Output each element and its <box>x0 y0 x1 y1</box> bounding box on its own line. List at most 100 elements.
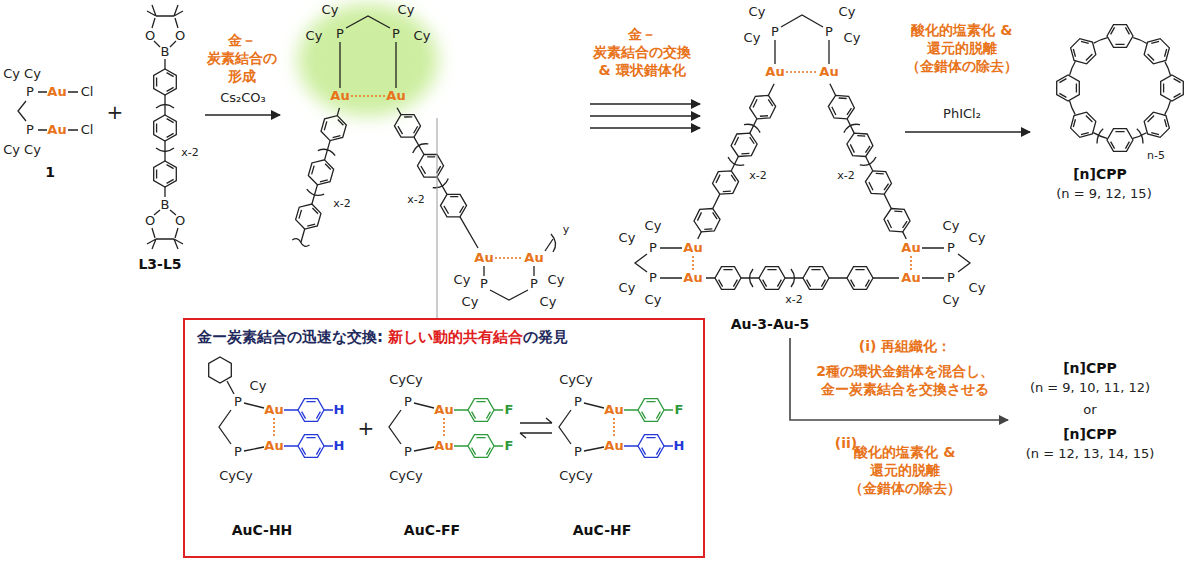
atom-label: Cy <box>744 30 761 46</box>
atom-label: Cy <box>943 292 960 308</box>
atom-label: P <box>947 240 955 256</box>
phenyl-f <box>454 399 673 458</box>
atom-label: Cy Cy <box>3 142 41 158</box>
compound-label: [n]CPP <box>1063 426 1117 443</box>
atom-label: P <box>574 394 582 410</box>
bond-lines <box>18 5 1183 451</box>
atom-label: B <box>161 44 170 60</box>
callout-line <box>437 118 438 318</box>
atom-label: P <box>649 240 657 256</box>
box-title: 金ー炭素結合の迅速な交換: <box>197 328 383 346</box>
gold-atom-label: Au <box>47 122 66 138</box>
fluorine-label: F <box>505 402 514 418</box>
atom-label: P <box>404 394 412 410</box>
atom-label: Cl <box>81 84 94 100</box>
atom-label: Cy <box>454 272 471 288</box>
gold-atom-label: Au <box>386 88 405 104</box>
compound-label: AuC-FF <box>404 522 460 539</box>
reorganization-arrow <box>790 338 1008 420</box>
atom-label: P <box>825 24 833 40</box>
gold-atom-label: Au <box>765 64 784 80</box>
atom-label: P <box>392 26 400 42</box>
atom-label: Cy <box>540 294 557 310</box>
atom-label: Cy <box>844 30 861 46</box>
gold-atom-label: Au <box>901 240 920 256</box>
atom-label: Cl <box>81 122 94 138</box>
atom-label: CyCy <box>559 372 593 388</box>
step-annotation: 酸化的塩素化 & 還元的脱離 （金錯体の除去） <box>906 21 1018 75</box>
atom-label: P <box>26 122 34 138</box>
hydrogen-label: H <box>334 438 345 454</box>
reagent-label: or <box>1083 402 1096 418</box>
atom-label: P <box>649 270 657 286</box>
atom-label: CyCy <box>389 468 423 484</box>
repeat-subscript: x-2 <box>333 197 350 210</box>
reaction-arrows <box>205 104 1030 132</box>
gold-atom-label: Au <box>524 250 543 266</box>
plus-sign: + <box>358 416 375 440</box>
step-annotation: 金－炭素結合の交換 & 環状錯体化 <box>593 25 691 79</box>
atom-label: P <box>404 444 412 460</box>
atom-label: Cy <box>969 280 986 296</box>
atom-label: Cy <box>250 378 267 394</box>
reagent-label: (n = 9, 10, 11, 12) <box>1030 380 1150 396</box>
compound-label: L3-L5 <box>138 256 181 273</box>
box-title: の発見 <box>523 328 568 346</box>
reagent-label: (n = 12, 13, 14, 15) <box>1026 446 1155 462</box>
repeat-subscript: y <box>563 223 570 236</box>
gold-atom-label: Au <box>819 64 838 80</box>
atom-label: Cy <box>645 218 662 234</box>
repeat-subscript: x-2 <box>407 193 424 206</box>
atom-label: P <box>574 444 582 460</box>
atom-label: Cy <box>414 28 431 44</box>
compound-label: AuC-HF <box>573 522 632 539</box>
repeat-subscript: x-2 <box>785 293 802 306</box>
repeat-subscript: n-5 <box>1147 149 1165 162</box>
atom-label: CyCy <box>559 468 593 484</box>
atom-label: Cy <box>306 28 323 44</box>
box-title-row: 金ー炭素結合の迅速な交換: 新しい動的共有結合の発見 <box>197 327 568 347</box>
atom-label: O <box>145 213 155 229</box>
step-annotation: 2種の環状金錯体を混合し、 金ー炭素結合を交換させる <box>816 362 994 398</box>
atom-label: P <box>530 276 538 292</box>
box-title: 新しい動的共有結合 <box>388 328 523 346</box>
gold-atom-label: Au <box>434 402 453 418</box>
gold-atom-label: Au <box>330 88 349 104</box>
atom-label: CyCy <box>219 468 253 484</box>
atom-label: Cy <box>619 230 636 246</box>
atom-label: Cy <box>398 2 415 18</box>
gold-atom-label: Au <box>474 250 493 266</box>
atom-label: Cy <box>943 218 960 234</box>
gold-atom-label: Au <box>264 402 283 418</box>
compound-label: 1 <box>45 164 55 181</box>
gold-atom-label: Au <box>683 240 702 256</box>
atom-label: O <box>175 213 185 229</box>
atom-label: CyCy <box>389 372 423 388</box>
atom-label: Cy <box>839 4 856 20</box>
compound-label: Au-3-Au-5 <box>731 316 810 333</box>
repeat-subscript: x-2 <box>837 169 854 182</box>
atom-label: O <box>175 28 185 44</box>
atom-label: P <box>336 26 344 42</box>
gold-atom-label: Au <box>683 270 702 286</box>
atom-label: Cy <box>548 272 565 288</box>
atom-label: P <box>234 394 242 410</box>
gold-atom-label: Au <box>434 438 453 454</box>
highlight-glow <box>298 4 438 116</box>
fluorine-label: F <box>675 402 684 418</box>
atom-label: Cy <box>749 4 766 20</box>
atom-label: P <box>771 24 779 40</box>
gold-atom-label: Au <box>604 438 623 454</box>
compound-label: [n]CPP <box>1073 166 1127 183</box>
gold-atom-label: Au <box>901 270 920 286</box>
atom-label: O <box>145 28 155 44</box>
atom-label: Cy <box>462 294 479 310</box>
phenyl-h <box>284 399 673 458</box>
hydrogen-label: H <box>674 438 685 454</box>
atom-label: P <box>234 444 242 460</box>
reagent-label: (n = 9, 12, 15) <box>1056 186 1151 202</box>
hydrogen-label: H <box>334 402 345 418</box>
repeat-subscript: x-2 <box>181 146 198 159</box>
atom-label: Cy <box>619 280 636 296</box>
gold-atom-label: Au <box>47 84 66 100</box>
